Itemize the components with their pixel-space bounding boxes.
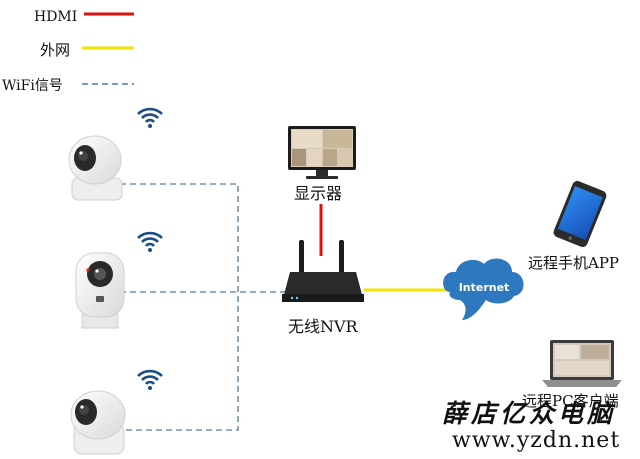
legend-hdmi-label: HDMI [34,9,77,25]
monitor-icon [288,126,356,179]
wifi-link-cameras-1-3 [115,183,239,431]
laptop-icon [542,340,622,387]
legend-external-label: 外网 [40,41,70,59]
pc-label: 远程PC客户端 [522,392,619,410]
security-camera-icon [70,390,126,455]
watermark: 薛店亿众电脑 www.yzdn.net [442,399,620,453]
cloud-icon [443,258,524,320]
monitor-label: 显示器 [294,184,342,203]
security-camera-icon [75,252,125,329]
smartphone-icon [553,180,607,248]
connections [115,183,446,431]
legend-wifi-label: WiFi信号 [2,78,63,94]
wifi-signal-icon [137,107,163,128]
legend: HDMI 外网 WiFi信号 [2,9,134,94]
watermark-title: 薛店亿众电脑 [442,399,616,428]
phone-label: 远程手机APP [528,254,619,272]
nvr-router-icon [282,240,364,302]
wifi-signal-icon [137,231,163,252]
nvr-label: 无线NVR [288,317,359,336]
security-camera-icon [68,135,123,201]
wifi-signal-icon [137,369,163,390]
internet-label: Internet [459,281,510,294]
watermark-url: www.yzdn.net [452,428,620,453]
